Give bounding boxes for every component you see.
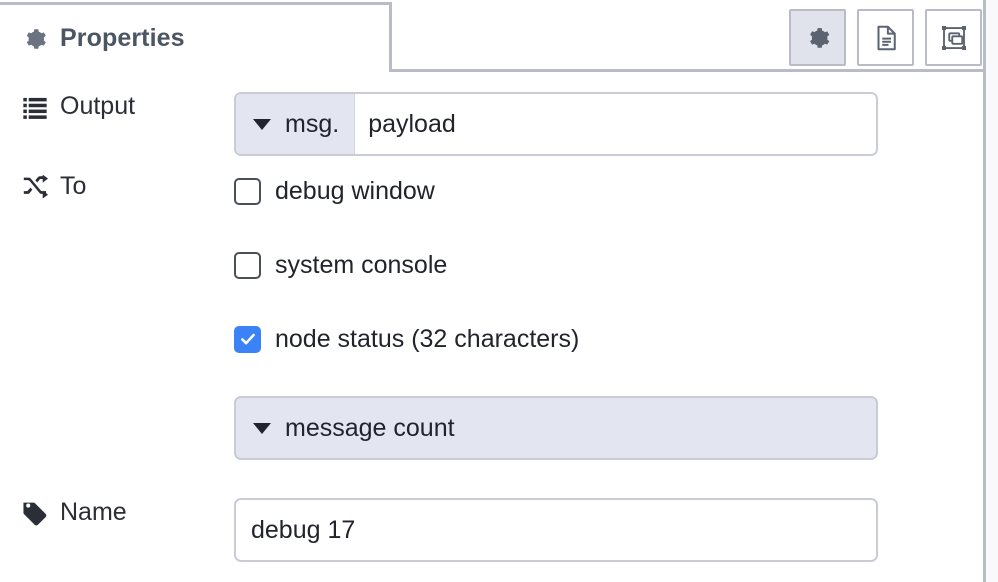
to-options-group: debug window system console [234, 172, 878, 460]
tab-bar-underline [391, 69, 983, 72]
shuffle-icon [23, 174, 49, 199]
gear-icon [809, 27, 829, 48]
node-appearance-icon [941, 25, 966, 50]
checkbox-box [234, 325, 261, 353]
checkbox-box [234, 251, 261, 279]
gear-icon [26, 28, 46, 49]
checkbox-node-status-label: node status (32 characters) [275, 324, 580, 353]
status-type-label: message count [285, 413, 455, 442]
checkbox-system-console-label: system console [275, 250, 448, 279]
properties-tab-button[interactable] [789, 9, 846, 66]
editor-tab-bar: Properties [0, 0, 983, 72]
checkbox-system-console[interactable]: system console [234, 248, 878, 282]
flow-canvas-strip [986, 0, 998, 582]
output-type-label: msg. [285, 109, 340, 138]
list-icon [23, 97, 47, 119]
checkbox-debug-window[interactable]: debug window [234, 174, 878, 208]
output-label-text: Output [60, 92, 136, 120]
appearance-tab-button[interactable] [925, 9, 982, 66]
to-label-text: To [60, 172, 87, 200]
name-input[interactable]: debug 17 [234, 498, 878, 562]
checkbox-node-status[interactable]: node status (32 characters) [234, 322, 878, 356]
panel-divider [983, 0, 986, 582]
check-icon [240, 333, 255, 345]
to-label: To [0, 172, 234, 201]
output-typed-input[interactable]: msg. payload [234, 92, 878, 156]
form-row-to: To debug window [0, 172, 983, 460]
tag-icon [23, 502, 47, 525]
file-description-icon [877, 25, 896, 50]
chevron-down-icon [253, 422, 271, 434]
name-label: Name [0, 498, 234, 527]
checkbox-debug-window-label: debug window [275, 176, 435, 205]
output-value-input[interactable]: payload [355, 94, 876, 154]
tab-properties[interactable]: Properties [0, 2, 392, 72]
checkbox-box [234, 177, 261, 205]
description-tab-button[interactable] [857, 9, 914, 66]
output-label: Output [0, 92, 234, 121]
name-label-text: Name [60, 498, 127, 526]
editor-mode-buttons [789, 9, 982, 66]
tab-properties-label: Properties [60, 24, 185, 52]
form-row-name: Name debug 17 [0, 498, 983, 562]
chevron-down-icon [253, 118, 271, 130]
status-type-dropdown[interactable]: message count [234, 396, 878, 460]
output-type-dropdown[interactable]: msg. [236, 94, 356, 154]
form-row-output: Output msg. payload [0, 92, 983, 156]
